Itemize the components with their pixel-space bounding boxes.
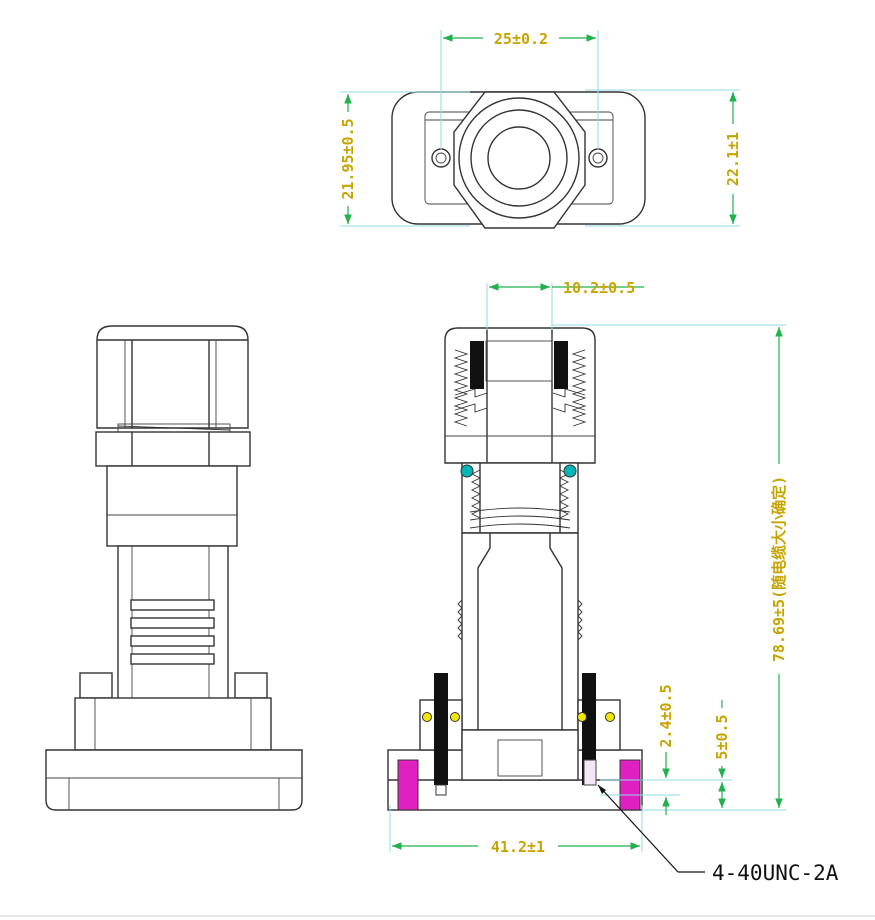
section-view [387,327,643,811]
top-view-dimensions: 25±0.2 21.95±0.5 22.1±1 [338,28,743,227]
screw-left [434,673,448,785]
section-view-dimensions: 10.2±0.5 78.69±5(随电缆大小确定) 2.4±0.5 5±0.5 … [389,279,839,885]
screw-dot-left-a [422,712,432,722]
dim-base-width: 41.2±1 [491,838,545,856]
flange-pad-right [619,759,641,811]
top-view [391,91,646,229]
screw-right [582,673,596,785]
seal-ring-right [563,464,577,478]
side-view [45,325,303,811]
dim-top-height-right: 22.1±1 [724,132,742,186]
thread-callout: 4-40UNC-2A [712,861,839,885]
dim-opening-width: 10.2±0.5 [563,279,635,297]
dim-top-height-left: 21.95±0.5 [339,118,357,199]
dim-screw-gap: 2.4±0.5 [657,684,675,747]
screw-dot-left-b [450,712,460,722]
seal-ring-left [460,464,474,478]
dim-overall-height: 78.69±5(随电缆大小确定) [770,476,788,662]
dim-top-width: 25±0.2 [494,30,548,48]
screw-dot-right-a [577,712,587,722]
flange-pad-left [397,759,419,811]
screw-dot-right-b [605,712,615,722]
dim-flange-height: 5±0.5 [713,714,731,759]
